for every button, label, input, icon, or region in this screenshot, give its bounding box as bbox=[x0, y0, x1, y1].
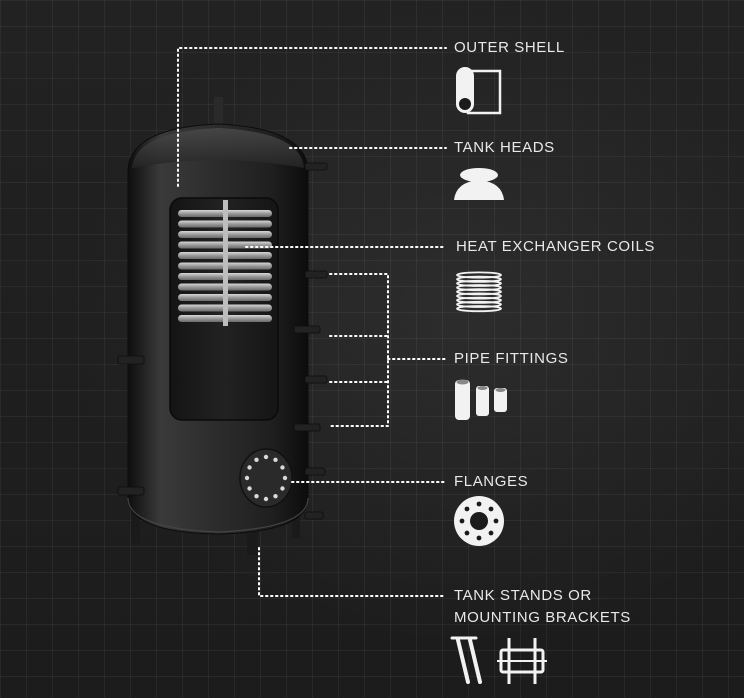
coil-icon-turn bbox=[456, 296, 502, 304]
coil-icon-turn bbox=[456, 271, 502, 279]
flange-bolt bbox=[280, 486, 285, 491]
tank-leg-front bbox=[247, 515, 258, 555]
flange-icon-hole bbox=[476, 501, 482, 507]
flange-icon-hole bbox=[459, 518, 465, 524]
leader-pipe-bracket bbox=[329, 273, 389, 427]
tank-legs-icon bbox=[450, 636, 482, 684]
flange-bolt bbox=[273, 457, 278, 463]
label-outer-shell: OUTER SHELL bbox=[454, 39, 565, 56]
coil-icon-turn bbox=[456, 292, 502, 300]
flange-bolt bbox=[244, 475, 250, 481]
tank-head-top bbox=[132, 128, 304, 168]
tank-head-bottom bbox=[127, 497, 309, 533]
mounting-bracket-icon bbox=[497, 638, 547, 684]
side-nozzles bbox=[117, 162, 328, 520]
flange-bolt bbox=[254, 457, 259, 463]
coil-icon-turn bbox=[456, 300, 502, 308]
leader-tank-stands bbox=[258, 547, 447, 597]
flange-bolt bbox=[247, 465, 252, 470]
coil-icon bbox=[456, 271, 502, 313]
coil-icon-turn bbox=[456, 275, 502, 283]
flange-bolt bbox=[247, 486, 252, 491]
flange-bolt bbox=[282, 475, 288, 481]
coil-icon-turn bbox=[456, 279, 502, 287]
tank-leg-right bbox=[292, 502, 300, 538]
label-pipe-fittings: PIPE FITTINGS bbox=[454, 350, 569, 367]
flange-icon-hole bbox=[488, 530, 494, 536]
leader-outer-shell bbox=[177, 47, 447, 187]
storage-tank bbox=[117, 97, 328, 555]
label-tank-stands-line1: TANK STANDS OR bbox=[454, 587, 592, 604]
flange-icon-hole bbox=[493, 518, 499, 524]
tank-leg-left bbox=[131, 505, 140, 543]
tank-flange bbox=[239, 448, 293, 508]
dish-head-icon bbox=[454, 168, 504, 200]
rolled-sheet-icon bbox=[456, 67, 502, 115]
coil-icon-turn bbox=[456, 284, 502, 292]
flange-bolt bbox=[273, 493, 278, 499]
coil-riser-pipe bbox=[223, 200, 228, 326]
flange-icon-hole bbox=[476, 535, 482, 541]
label-heat-exchanger-coils: HEAT EXCHANGER COILS bbox=[456, 238, 655, 255]
coil-icon-turn bbox=[456, 288, 502, 296]
flange-bolt bbox=[263, 454, 269, 460]
flange-bolt bbox=[254, 493, 259, 499]
flange-bolt bbox=[280, 465, 285, 470]
flange-bolt bbox=[263, 496, 269, 502]
top-nozzle bbox=[214, 97, 223, 125]
flange-icon-hole bbox=[464, 530, 470, 536]
flange-icon-hole bbox=[488, 506, 494, 512]
label-tank-heads: TANK HEADS bbox=[454, 139, 555, 156]
flange-icon bbox=[454, 496, 504, 546]
coil-icon-turn bbox=[456, 305, 502, 313]
label-tank-stands-line2: MOUNTING BRACKETS bbox=[454, 609, 631, 626]
flange-icon-hole bbox=[464, 506, 470, 512]
pipe-fittings-icon bbox=[455, 379, 507, 420]
leader-lines bbox=[177, 47, 447, 597]
label-flanges: FLANGES bbox=[454, 473, 529, 490]
